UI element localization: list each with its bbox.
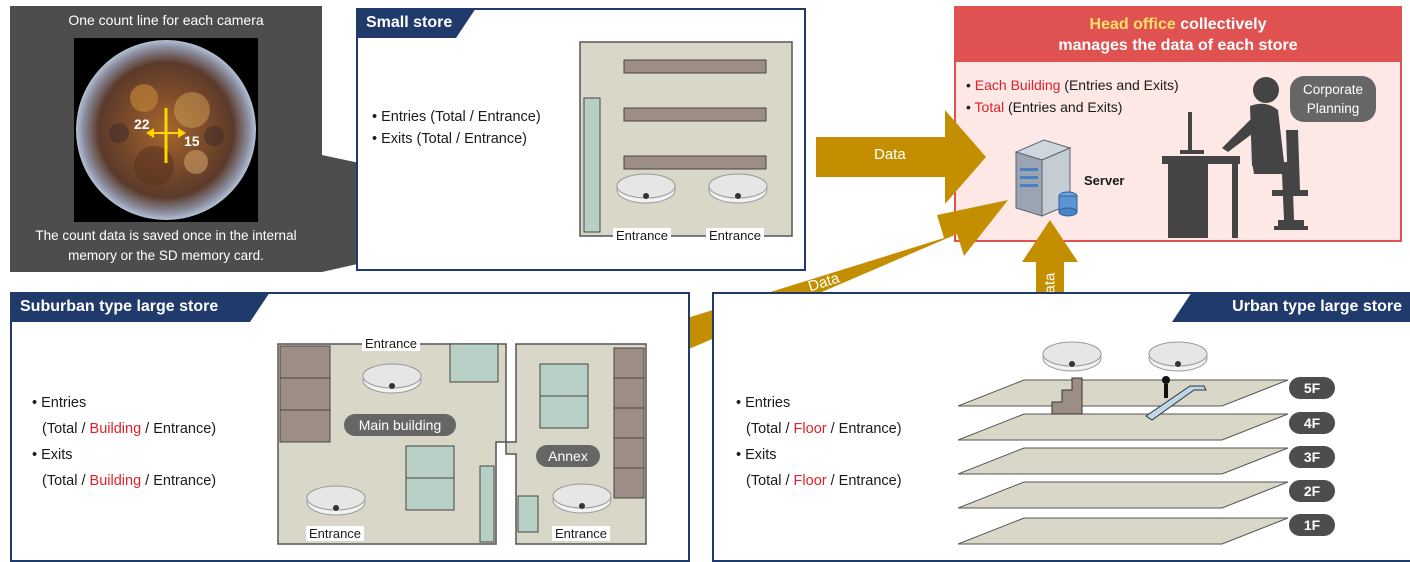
urban-bullets: • Entries (Total / Floor / Entrance) • E… xyxy=(736,390,902,494)
server-icon xyxy=(1014,139,1078,217)
floor-badge-2f: 2F xyxy=(1289,480,1335,502)
main-building-pill: Main building xyxy=(344,414,456,436)
data-label-small: Data xyxy=(874,146,906,163)
head-office-highlight: Head office xyxy=(1089,16,1176,33)
suburban-entrance-bottom-right: Entrance xyxy=(552,526,611,541)
floor-badge-5f: 5F xyxy=(1289,377,1335,399)
suburban-floorplan xyxy=(277,343,647,545)
bullet-mark: • xyxy=(966,99,971,115)
each-building-detail: (Entries and Exits) xyxy=(1060,77,1179,93)
total-label: Total xyxy=(974,99,1005,115)
head-office-title-line2: manages the data of each store xyxy=(1058,37,1298,54)
urban-store-title: Urban type large store xyxy=(1172,292,1410,322)
small-store-exits: • Exits (Total / Entrance) xyxy=(372,131,527,147)
urban-exits-detail: (Total / Floor / Entrance) xyxy=(746,473,902,489)
planning-line-1: Corporate xyxy=(1302,82,1364,97)
head-office-bullets: • Each Building (Entries and Exits) • To… xyxy=(966,74,1179,118)
urban-entries: • Entries xyxy=(736,395,791,411)
bullet-mark: • xyxy=(966,77,971,93)
small-store-floorplan xyxy=(579,41,793,237)
urban-entries-detail: (Total / Floor / Entrance) xyxy=(746,421,902,437)
suburban-exits-detail: (Total / Building / Entrance) xyxy=(42,473,217,489)
floor-badge-1f: 1F xyxy=(1289,514,1335,536)
suburban-entries: • Entries xyxy=(32,395,87,411)
suburban-entrance-top: Entrance xyxy=(362,336,421,351)
head-office-title-rest: collectively xyxy=(1175,16,1267,33)
planning-line-2: Planning xyxy=(1306,101,1360,116)
urban-exits: • Exits xyxy=(736,447,777,463)
total-detail: (Entries and Exits) xyxy=(1004,99,1123,115)
small-store-entries: • Entries (Total / Entrance) xyxy=(372,109,541,125)
camera-bottom-caption-1: The count data is saved once in the inte… xyxy=(35,228,297,243)
small-store-bullets: • Entries (Total / Entrance) • Exits (To… xyxy=(372,106,541,150)
count-right-value: 15 xyxy=(184,133,200,149)
urban-floors xyxy=(958,341,1289,545)
person-at-desk-icon xyxy=(1162,77,1308,238)
suburban-exits: • Exits xyxy=(32,447,73,463)
count-line xyxy=(146,108,186,163)
camera-bottom-caption-2: memory or the SD memory card. xyxy=(68,248,264,263)
small-store-title: Small store xyxy=(356,8,476,38)
suburban-bullets: • Entries (Total / Building / Entrance) … xyxy=(32,390,216,494)
suburban-store-title: Suburban type large store xyxy=(10,292,270,322)
count-left-value: 22 xyxy=(134,116,150,132)
small-store-entrance-1: Entrance xyxy=(613,228,672,243)
annex-pill: Annex xyxy=(536,445,600,467)
server-label: Server xyxy=(1084,173,1125,188)
head-office-header: Head office collectively manages the dat… xyxy=(956,8,1400,62)
arrow-small-to-office xyxy=(816,110,986,204)
small-store-entrance-2: Entrance xyxy=(706,228,765,243)
each-building-label: Each Building xyxy=(974,77,1061,93)
suburban-entrance-bottom-left: Entrance xyxy=(306,526,365,541)
floor-badge-3f: 3F xyxy=(1289,446,1335,468)
camera-info-box: One count line for each camera 22 15 The… xyxy=(10,6,322,272)
camera-top-caption: One count line for each camera xyxy=(68,12,264,28)
corporate-planning-pill: Corporate Planning xyxy=(1290,76,1376,122)
floor-badge-4f: 4F xyxy=(1289,412,1335,434)
suburban-entries-detail: (Total / Building / Entrance) xyxy=(42,421,217,437)
